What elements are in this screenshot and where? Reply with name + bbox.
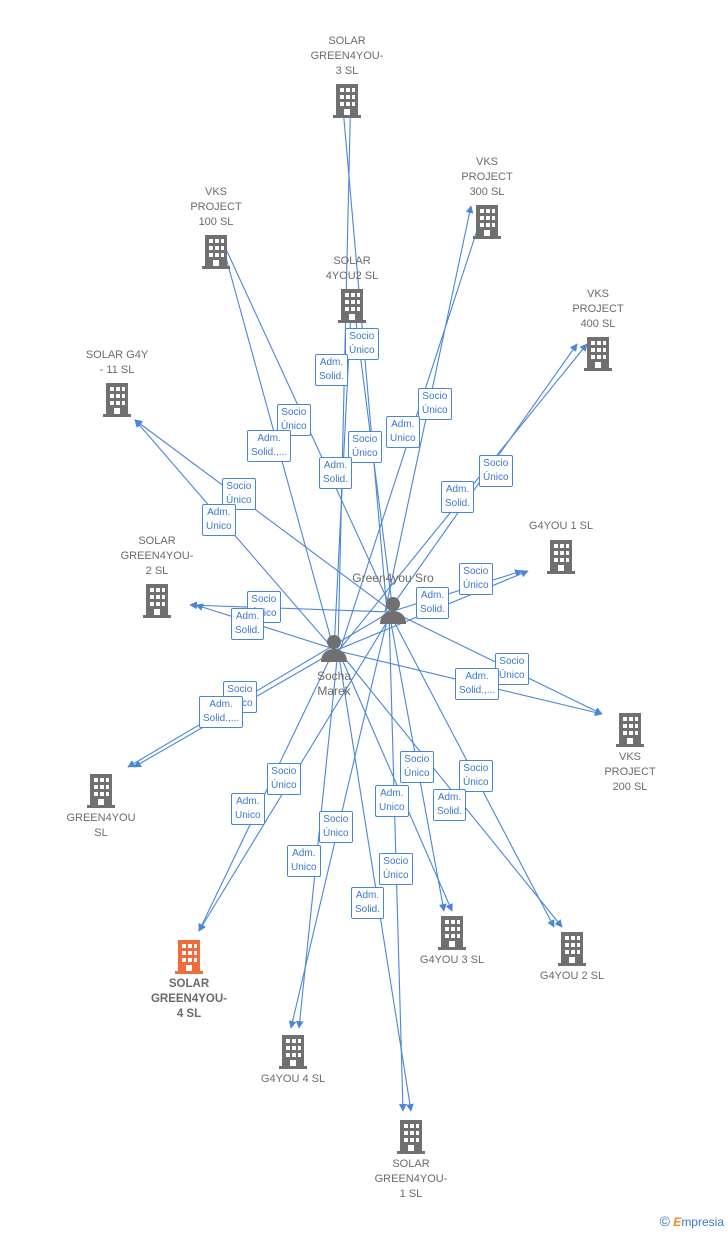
company-label-sg2[interactable]: SOLAR GREEN4YOU- 2 SL xyxy=(120,535,194,577)
person-label-green4you[interactable]: Green4you Sro xyxy=(352,571,434,585)
relation-badge[interactable]: Socio Único xyxy=(319,811,353,843)
relation-badge[interactable]: Socio Único xyxy=(379,853,413,885)
building-icon[interactable] xyxy=(279,1035,307,1069)
edge-green4you-g4you1 xyxy=(389,569,523,613)
relation-badge[interactable]: Adm. Solid.,... xyxy=(455,668,500,700)
relation-badge[interactable]: Socio Único xyxy=(479,455,513,487)
edge-socha-g4you4 xyxy=(295,649,339,1029)
company-label-green4yousl[interactable]: GREEN4YOU SL xyxy=(66,812,136,839)
relation-badge[interactable]: Socio Único xyxy=(400,751,434,783)
relation-badge[interactable]: Socio Único xyxy=(495,653,529,685)
edge-green4you-sg2 xyxy=(189,601,391,613)
company-label-vks200[interactable]: VKS PROJECT 200 SL xyxy=(604,751,656,793)
relation-badge[interactable]: Adm. Solid. xyxy=(315,354,349,386)
relation-badge[interactable]: Adm. Solid.,... xyxy=(199,696,244,728)
company-label-g4you3[interactable]: G4YOU 3 SL xyxy=(419,954,485,966)
building-icon[interactable] xyxy=(338,289,366,323)
brand-initial: E xyxy=(673,1215,682,1229)
company-label-sg3[interactable]: SOLAR GREEN4YOU- 3 SL xyxy=(310,35,384,77)
relation-badge[interactable]: Adm. Unico xyxy=(386,416,420,448)
edge-socha-g4you2 xyxy=(337,649,563,928)
building-icon[interactable] xyxy=(558,932,586,966)
relation-badge[interactable]: Socio Único xyxy=(459,563,493,595)
relation-badge[interactable]: Socio Único xyxy=(348,431,382,463)
brand-name: mpresia xyxy=(681,1215,724,1229)
building-icon[interactable] xyxy=(202,235,230,269)
edge-socha-g4you3 xyxy=(337,649,453,912)
edge-green4you-sg4y11 xyxy=(134,419,394,613)
building-icon[interactable] xyxy=(547,540,575,574)
building-icon[interactable] xyxy=(103,383,131,417)
copyright-symbol: © xyxy=(659,1213,670,1229)
relation-badge[interactable]: Socio Único xyxy=(267,763,301,795)
company-label-sg1[interactable]: SOLAR GREEN4YOU- 1 SL xyxy=(374,1158,448,1200)
relation-badge[interactable]: Adm. Solid. xyxy=(319,457,353,489)
building-icon[interactable] xyxy=(175,940,203,974)
building-icon[interactable] xyxy=(616,713,644,747)
relation-badge[interactable]: Adm. Unico xyxy=(202,504,236,536)
relation-badge[interactable]: Socio Único xyxy=(459,760,493,792)
relation-badge[interactable]: Adm. Solid.,... xyxy=(247,430,292,462)
company-label-vks300[interactable]: VKS PROJECT 300 SL xyxy=(461,156,513,198)
building-icon[interactable] xyxy=(143,584,171,618)
building-icon[interactable] xyxy=(473,205,501,239)
edge-socha-sg2 xyxy=(195,603,338,651)
person-label-socha[interactable]: Socha Marek xyxy=(316,669,352,698)
relation-badge[interactable]: Socio Único xyxy=(418,388,452,420)
edge-green4you-green4yousl xyxy=(127,611,391,768)
person-icon[interactable] xyxy=(380,597,406,624)
relation-badge[interactable]: Adm. Unico xyxy=(231,793,265,825)
company-label-solar4you2[interactable]: SOLAR 4YOU2 SL xyxy=(325,255,379,282)
building-icon[interactable] xyxy=(333,84,361,118)
company-label-g4you4[interactable]: G4YOU 4 SL xyxy=(260,1073,326,1085)
company-label-vks100[interactable]: VKS PROJECT 100 SL xyxy=(190,186,242,228)
building-icon[interactable] xyxy=(438,916,466,950)
relation-badge[interactable]: Socio Único xyxy=(277,404,311,436)
relation-badge[interactable]: Adm. Solid. xyxy=(416,587,450,619)
relation-badge[interactable]: Adm. Unico xyxy=(287,845,321,877)
building-icon[interactable] xyxy=(87,774,115,808)
building-icon[interactable] xyxy=(397,1120,425,1154)
relation-badge[interactable]: Adm. Solid. xyxy=(231,608,265,640)
empresia-logo: © Empresia xyxy=(660,1213,724,1229)
relation-badge[interactable]: Adm. Solid. xyxy=(351,887,385,919)
relation-badge[interactable]: Adm. Solid. xyxy=(441,481,475,513)
company-label-g4you2[interactable]: G4YOU 2 SL xyxy=(539,970,605,982)
edge-socha-sg4 xyxy=(198,649,335,932)
company-label-vks400[interactable]: VKS PROJECT 400 SL xyxy=(572,288,624,330)
company-label-sg4y11[interactable]: SOLAR G4Y - 11 SL xyxy=(85,349,149,376)
relation-badge[interactable]: Adm. Unico xyxy=(375,785,409,817)
company-label-g4you1[interactable]: G4YOU 1 SL xyxy=(528,520,594,532)
relation-badge[interactable]: Adm. Solid. xyxy=(433,789,467,821)
company-label-sg4[interactable]: SOLAR GREEN4YOU- 4 SL xyxy=(150,978,228,1020)
building-icon[interactable] xyxy=(584,337,612,371)
edge-socha-sg1 xyxy=(337,649,414,1112)
relation-badge[interactable]: Socio Único xyxy=(345,328,379,360)
